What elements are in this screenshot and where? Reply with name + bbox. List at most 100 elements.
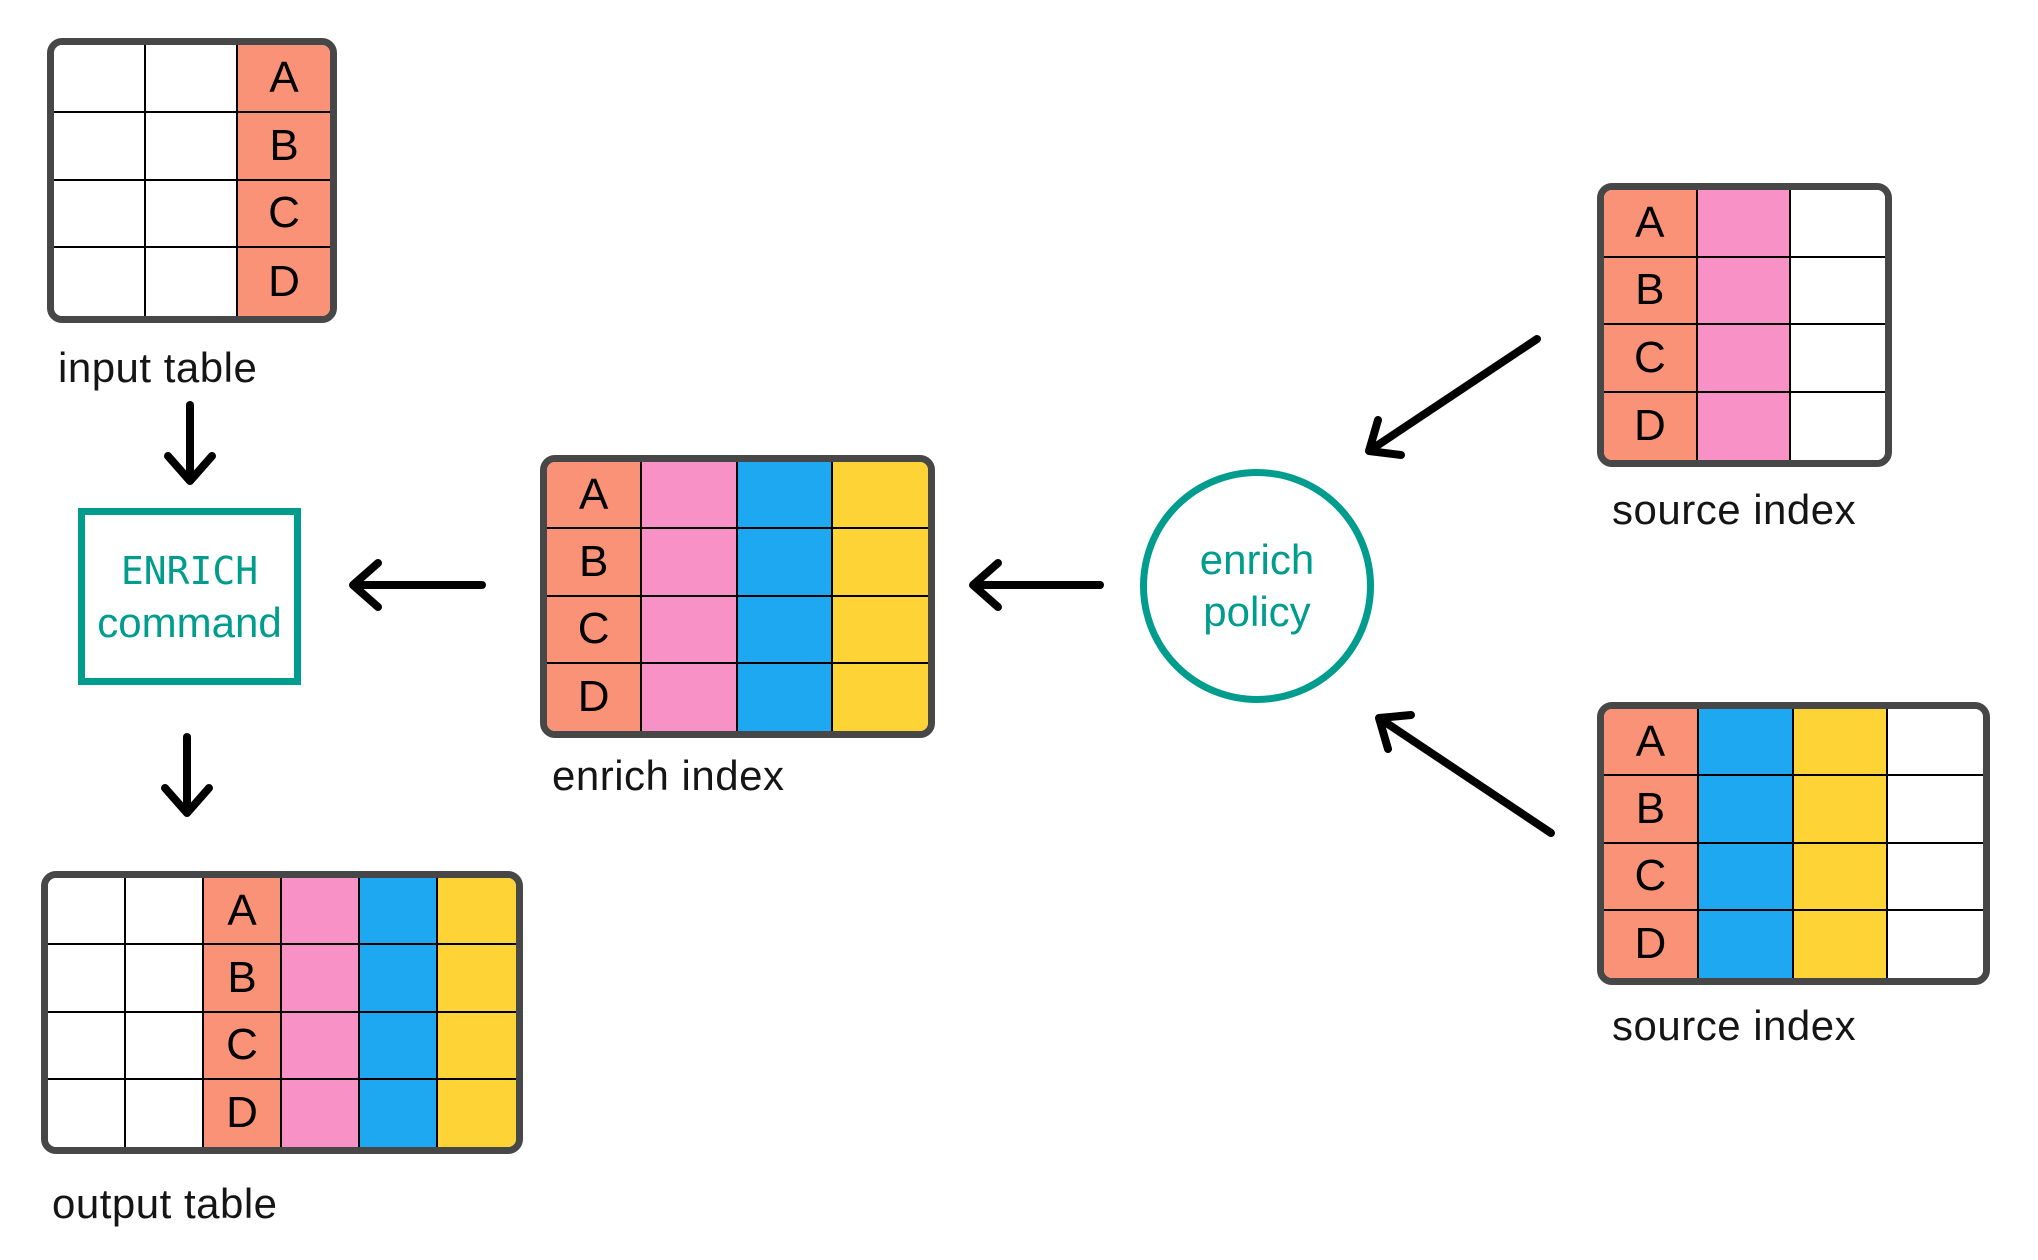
key-cell: B bbox=[238, 112, 330, 181]
table-cell bbox=[1793, 843, 1889, 911]
key-cell: C bbox=[547, 596, 643, 664]
enrich-command-box: ENRICH command bbox=[78, 508, 301, 685]
table-cell bbox=[1698, 709, 1794, 777]
table-cell bbox=[1698, 776, 1794, 844]
table-cell bbox=[832, 529, 928, 597]
source-index-top-label: source index bbox=[1612, 486, 1857, 533]
table-cell bbox=[282, 878, 360, 946]
arrow-source-bottom-to-policy bbox=[1375, 711, 1555, 837]
table-cell bbox=[360, 878, 438, 946]
table-cell bbox=[1793, 910, 1889, 978]
table-cell bbox=[282, 1079, 360, 1147]
table-cell bbox=[146, 248, 238, 316]
table-cell bbox=[360, 1079, 438, 1147]
key-cell: D bbox=[238, 248, 330, 316]
table-cell bbox=[1697, 392, 1792, 460]
enrich-policy-circle: enrich policy bbox=[1140, 469, 1374, 703]
key-cell: B bbox=[204, 945, 282, 1013]
table-cell bbox=[282, 945, 360, 1013]
key-cell: A bbox=[1604, 190, 1698, 258]
table-cell bbox=[146, 112, 238, 181]
key-cell: C bbox=[1604, 325, 1698, 393]
table-cell bbox=[126, 1079, 204, 1147]
table-cell bbox=[146, 45, 238, 113]
table-cell bbox=[642, 663, 738, 731]
table-cell bbox=[1888, 709, 1983, 777]
table-cell bbox=[126, 945, 204, 1013]
input-table-label: input table bbox=[58, 344, 258, 391]
key-cell: D bbox=[204, 1079, 282, 1147]
table-cell bbox=[737, 596, 833, 664]
key-cell: A bbox=[238, 45, 330, 113]
table-cell bbox=[54, 248, 146, 316]
arrow-input-to-command bbox=[164, 401, 216, 485]
table-cell bbox=[54, 45, 146, 113]
key-cell: D bbox=[1604, 910, 1699, 978]
table-cell bbox=[48, 1079, 126, 1147]
enrich-index-label: enrich index bbox=[552, 752, 785, 799]
enrich-command-line1: ENRICH bbox=[120, 548, 259, 593]
table-cell bbox=[1698, 843, 1794, 911]
arrow-command-to-output bbox=[161, 733, 213, 817]
key-cell: C bbox=[204, 1012, 282, 1080]
key-cell: D bbox=[1604, 392, 1698, 460]
table-cell bbox=[48, 1012, 126, 1080]
table-cell bbox=[54, 112, 146, 181]
table-cell bbox=[832, 596, 928, 664]
key-cell: D bbox=[547, 663, 643, 731]
table-cell bbox=[642, 462, 738, 530]
key-cell: A bbox=[547, 462, 643, 530]
table-cell bbox=[642, 529, 738, 597]
enrich-policy-line1: enrich bbox=[1199, 536, 1315, 583]
output-table-label: output table bbox=[52, 1180, 278, 1227]
table-cell bbox=[832, 663, 928, 731]
enrich-policy-line2: policy bbox=[1203, 588, 1311, 635]
table-cell bbox=[438, 1079, 516, 1147]
arrow-policy-to-index bbox=[969, 559, 1104, 611]
arrow-index-to-command bbox=[349, 559, 486, 611]
table-cell bbox=[360, 945, 438, 1013]
table-cell bbox=[1791, 257, 1885, 325]
key-cell: C bbox=[1604, 843, 1699, 911]
key-cell: A bbox=[204, 878, 282, 946]
table-cell bbox=[1698, 910, 1794, 978]
table-cell bbox=[1888, 776, 1983, 844]
table-cell bbox=[1791, 190, 1885, 258]
table-cell bbox=[1793, 709, 1889, 777]
enrich-command-line2: command bbox=[97, 598, 282, 646]
table-cell bbox=[48, 878, 126, 946]
table-cell bbox=[1888, 910, 1983, 978]
key-cell: A bbox=[1604, 709, 1699, 777]
table-cell bbox=[1697, 190, 1792, 258]
table-cell bbox=[737, 529, 833, 597]
table-cell bbox=[126, 878, 204, 946]
table-cell bbox=[1791, 325, 1885, 393]
table-cell bbox=[360, 1012, 438, 1080]
table-cell bbox=[1697, 257, 1792, 325]
table-cell bbox=[737, 663, 833, 731]
table-cell bbox=[1888, 843, 1983, 911]
key-cell: C bbox=[238, 180, 330, 249]
table-cell bbox=[438, 878, 516, 946]
table-cell bbox=[1793, 776, 1889, 844]
table-cell bbox=[438, 945, 516, 1013]
table-cell bbox=[146, 180, 238, 249]
source-index-bottom-label: source index bbox=[1612, 1002, 1857, 1049]
table-cell bbox=[832, 462, 928, 530]
table-cell bbox=[737, 462, 833, 530]
table-cell bbox=[54, 180, 146, 249]
key-cell: B bbox=[547, 529, 643, 597]
table-cell bbox=[48, 945, 126, 1013]
table-cell bbox=[1697, 325, 1792, 393]
table-cell bbox=[282, 1012, 360, 1080]
table-cell bbox=[438, 1012, 516, 1080]
key-cell: B bbox=[1604, 776, 1699, 844]
key-cell: B bbox=[1604, 257, 1698, 325]
arrow-source-top-to-policy bbox=[1365, 335, 1541, 459]
